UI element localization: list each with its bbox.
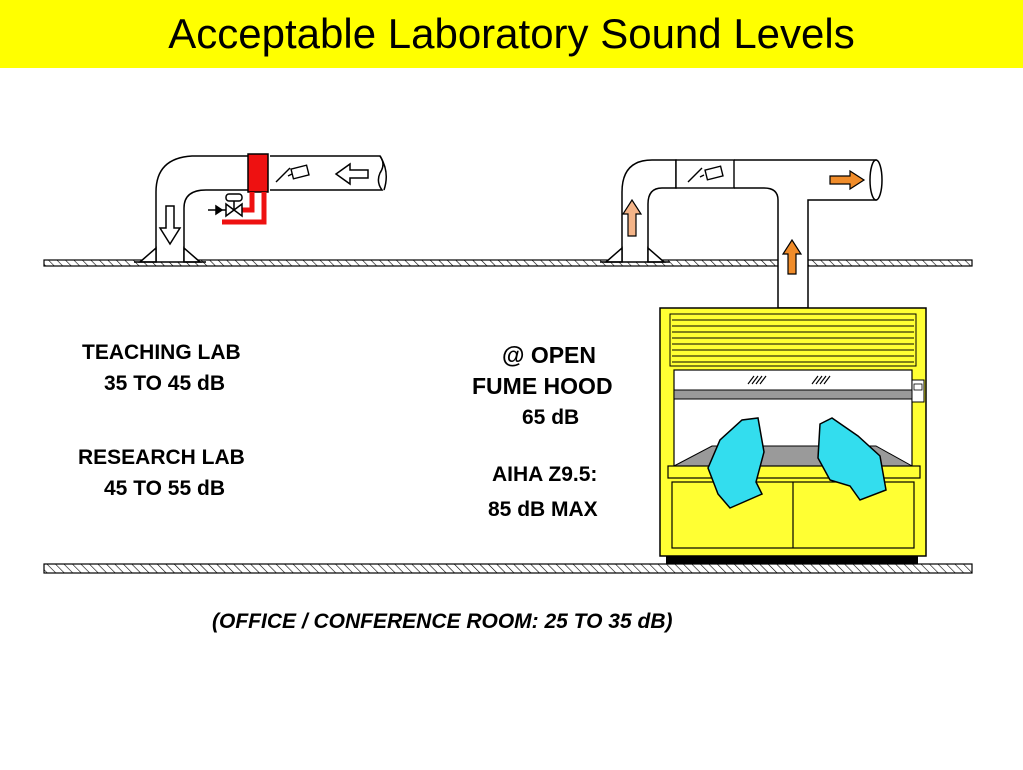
reheat-piping (222, 192, 267, 225)
aiha-standard: AIHA Z9.5: (492, 463, 598, 486)
open-hood-label-line1: @ OPEN (502, 342, 596, 368)
discharge-arrow-icon (829, 169, 866, 191)
research-lab-label: RESEARCH LAB (78, 446, 245, 469)
supply-duct (134, 155, 387, 263)
open-hood-label-line2: FUME HOOD (472, 373, 613, 399)
floor-line (43, 563, 973, 574)
hood-airflow-arrow-left-icon (707, 417, 765, 509)
title-bar (0, 0, 1023, 68)
open-hood-level: 65 dB (522, 406, 580, 429)
supply-damper-icon (275, 164, 310, 183)
ceiling-line (43, 259, 973, 267)
teaching-lab-range: 35 TO 45 dB (104, 372, 225, 395)
control-valve-icon (208, 193, 243, 218)
teaching-lab-label: TEACHING LAB (82, 341, 241, 364)
page-title: Acceptable Laboratory Sound Levels (168, 10, 855, 57)
office-conference-note: (OFFICE / CONFERENCE ROOM: 25 TO 35 dB) (212, 610, 673, 633)
supply-airflow-arrow-icon (334, 162, 369, 186)
exhaust-arrow-icon (621, 198, 643, 237)
hood-airflow-arrow-right-icon (817, 417, 887, 501)
research-lab-range: 45 TO 55 dB (104, 477, 225, 500)
supply-diffuser-arrow-icon (158, 205, 182, 246)
fume-hood (659, 307, 927, 564)
reheat-coil (247, 153, 269, 193)
aiha-max-level: 85 dB MAX (488, 498, 598, 521)
exhaust-damper-icon (675, 159, 735, 189)
hood-exhaust-arrow-icon (781, 238, 803, 275)
